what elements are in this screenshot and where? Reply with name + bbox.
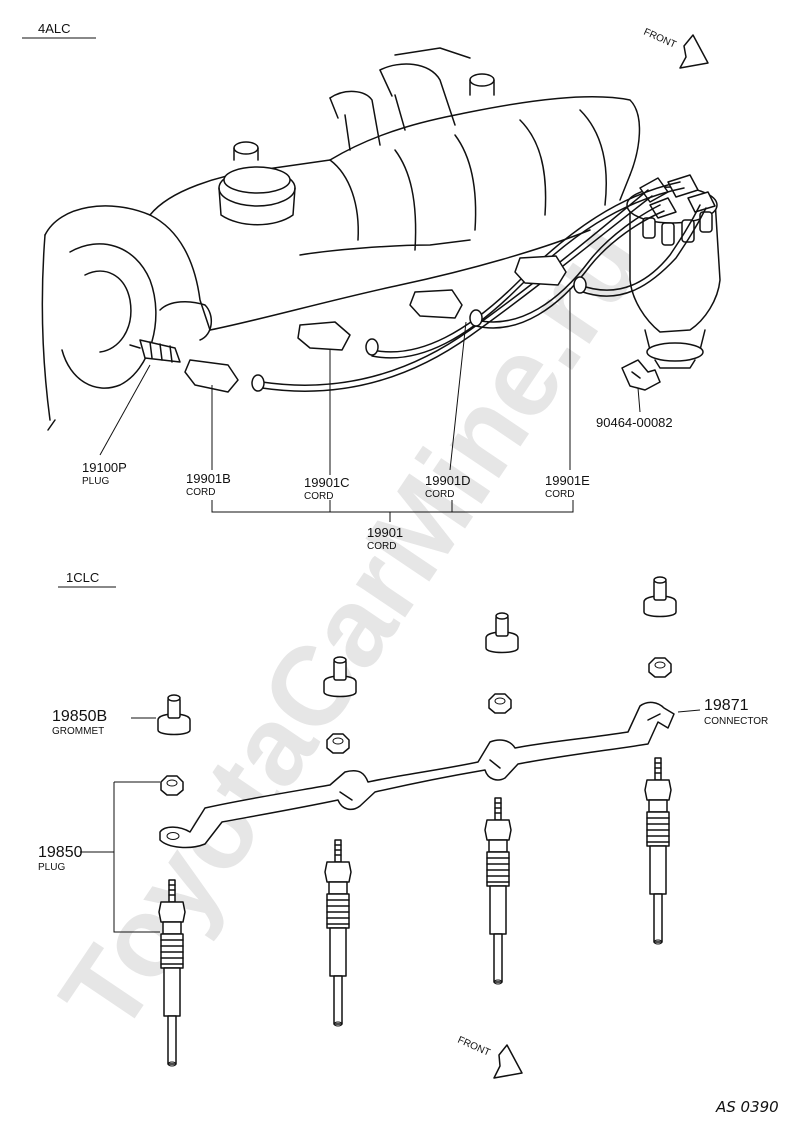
- plug-cords-illustration: [129, 181, 707, 393]
- part-number-90464-00082: 90464-00082: [596, 415, 673, 430]
- section-label-upper: 4ALC: [38, 21, 71, 36]
- part-number-19901e: 19901E: [545, 473, 590, 488]
- glow-plugs-illustration: [158, 757, 672, 1067]
- part-number-19850b: 19850B: [52, 708, 107, 725]
- watermark: ToyotaCarMine.ru: [36, 201, 667, 1053]
- part-name-19850b: GROMMET: [52, 726, 104, 737]
- connector-bar-illustration: [159, 701, 675, 849]
- part-number-19100p: 19100P: [82, 460, 127, 475]
- front-arrow-upper: FRONT: [642, 27, 709, 69]
- callout-lines-upper: [99, 288, 641, 522]
- part-name-19901b: CORD: [186, 487, 215, 498]
- front-arrow-upper-label: FRONT: [642, 27, 678, 51]
- section-label-lower: 1CLC: [66, 570, 99, 585]
- diagram-code: AS 0390: [715, 1098, 779, 1116]
- part-number-19901d: 19901D: [425, 473, 471, 488]
- part-name-19901e: CORD: [545, 489, 574, 500]
- part-number-19871: 19871: [704, 697, 749, 714]
- distributor-illustration: [626, 174, 721, 369]
- part-number-19850: 19850: [38, 844, 83, 861]
- arrow-head-icon: [493, 1044, 523, 1079]
- part-number-19901b: 19901B: [186, 471, 231, 486]
- cord-clamp-illustration: [621, 359, 661, 391]
- part-name-19901c: CORD: [304, 491, 333, 502]
- front-arrow-lower: FRONT: [456, 1035, 523, 1079]
- part-name-19901: CORD: [367, 541, 396, 552]
- nuts-illustration: [160, 657, 672, 796]
- front-arrow-lower-label: FRONT: [456, 1035, 492, 1059]
- arrow-head-icon: [679, 34, 709, 69]
- part-number-19901c: 19901C: [304, 475, 350, 490]
- part-name-19871: CONNECTOR: [704, 716, 768, 727]
- part-name-19100p: PLUG: [82, 476, 109, 487]
- grommets-illustration: [157, 576, 677, 736]
- part-name-19901d: CORD: [425, 489, 454, 500]
- part-number-19901: 19901: [367, 525, 403, 540]
- engine-block-illustration: [41, 47, 641, 431]
- callout-lines-lower: [80, 709, 701, 933]
- part-name-19850: PLUG: [38, 862, 65, 873]
